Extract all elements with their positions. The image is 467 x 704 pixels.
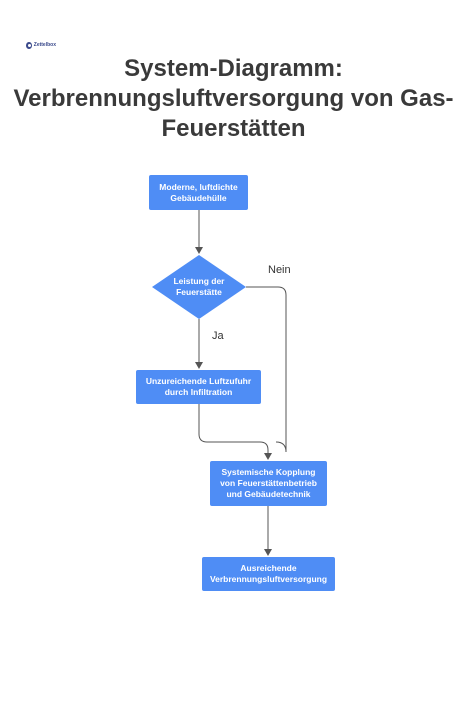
decision-diamond	[152, 255, 246, 319]
edge-label-nein: Nein	[268, 264, 291, 276]
node-gebaeudehuelle: Moderne, luftdichte Gebäudehülle	[149, 175, 248, 210]
node-kopplung: Systemische Kopplung von Feuerstättenbet…	[210, 461, 327, 506]
logo-text: Zettelbox	[33, 41, 56, 48]
logo-icon	[26, 41, 32, 49]
edge-luftzufuhr-to-kopplung	[198, 404, 272, 460]
page-title: System-Diagramm: Verbrennungsluftversorg…	[13, 55, 454, 142]
node-versorgung: Ausreichende Verbrennungsluftversorgung	[202, 557, 335, 591]
edge-label-ja: Ja	[212, 330, 224, 342]
node-luftzufuhr: Unzureichende Luftzufuhr durch Infiltrat…	[136, 370, 261, 404]
node-leistung-label: Leistung der Feuerstätte	[173, 276, 225, 297]
edge-kopplung-merge	[275, 441, 287, 453]
logo: Zettelbox	[26, 40, 56, 50]
edge-leistung-to-kopplung	[246, 286, 287, 452]
